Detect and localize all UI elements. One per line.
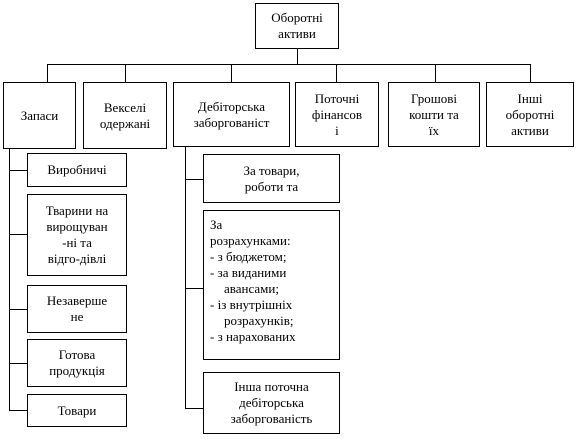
category-box-financial-investments: Поточні фінансов і — [295, 82, 379, 147]
root-label: Оборотні активи — [271, 10, 323, 41]
receivables-label: Інша поточна дебіторська заборгованість — [230, 379, 313, 426]
inventory-trunk-line — [9, 148, 10, 410]
inventory-label: Незаверше не — [46, 293, 108, 324]
inventory-label: Готова продукція — [49, 347, 105, 378]
connector-other — [530, 64, 531, 82]
category-label: Запаси — [20, 107, 59, 123]
settlements-list: - з бюджетом; - за виданими авансами; - … — [210, 249, 296, 345]
inventory-branch-3 — [9, 309, 27, 310]
connector-bills — [125, 64, 126, 82]
receivables-branch-2 — [185, 288, 203, 289]
inventory-box-production: Виробничі — [27, 153, 127, 187]
category-label: Інші оборотні активи — [505, 90, 555, 138]
category-box-inventory: Запаси — [3, 82, 76, 149]
category-label: Поточні фінансов і — [311, 90, 363, 138]
inventory-branch-5 — [9, 410, 27, 411]
root-connector — [297, 48, 298, 64]
receivables-box-settlements: За розрахунками: - з бюджетом; - за вида… — [203, 210, 340, 360]
inventory-box-unfinished: Незаверше не — [27, 285, 127, 333]
receivables-box-other: Інша поточна дебіторська заборгованість — [203, 372, 340, 434]
inventory-branch-2 — [9, 234, 27, 235]
category-label: Векселі одержані — [99, 99, 151, 131]
receivables-trunk-line — [185, 146, 186, 408]
settlements-item: - із внутрішніх розрахунків; — [210, 297, 294, 328]
inventory-label: Тварини на вирощуван -ні та відго-дівлі — [45, 203, 109, 266]
settlements-item: - з нарахованих — [210, 329, 296, 344]
connector-inventory — [47, 64, 48, 82]
category-box-receivables: Дебіторська заборгованіст — [173, 82, 290, 147]
inventory-label: Товари — [57, 402, 97, 418]
connector-receivables — [231, 64, 232, 82]
receivables-branch-3 — [185, 408, 203, 409]
settlements-item: - з бюджетом; — [210, 249, 287, 264]
settlements-title: За розрахунками: — [210, 217, 291, 248]
category-label: Дебіторська заборгованіст — [193, 98, 270, 130]
category-label: Грошові кошти та їх — [409, 90, 459, 138]
receivables-box-goods-works: За товари, роботи та — [203, 154, 340, 203]
inventory-box-finished-goods: Готова продукція — [27, 339, 127, 387]
settlements-item: - за виданими авансами; — [210, 265, 287, 296]
inventory-box-animals: Тварини на вирощуван -ні та відго-дівлі — [27, 194, 127, 276]
inventory-label: Виробничі — [47, 162, 107, 177]
category-box-other-assets: Інші оборотні активи — [486, 82, 574, 147]
inventory-branch-1 — [9, 170, 27, 171]
connector-cash — [435, 64, 436, 82]
receivables-label: За товари, роботи та — [243, 162, 300, 194]
inventory-branch-4 — [9, 363, 27, 364]
category-box-bills-received: Векселі одержані — [83, 82, 167, 149]
receivables-branch-1 — [185, 179, 203, 180]
inventory-box-goods: Товари — [27, 394, 127, 427]
category-box-cash: Грошові кошти та їх — [388, 82, 480, 147]
root-box-current-assets: Оборотні активи — [255, 3, 339, 49]
connector-financial — [336, 64, 337, 82]
category-bus-line — [47, 64, 530, 65]
